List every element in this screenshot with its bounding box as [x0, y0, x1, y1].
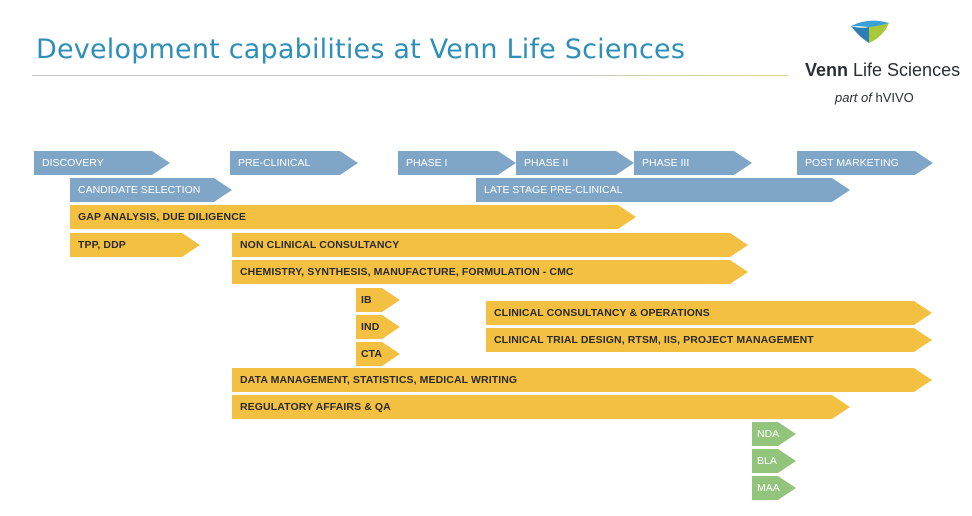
submission-maa: MAA — [752, 476, 796, 500]
service-cmc: CHEMISTRY, SYNTHESIS, MANUFACTURE, FORMU… — [232, 260, 748, 284]
stage-pre-clinical: PRE-CLINICAL — [230, 151, 358, 175]
activity-late-stage-pre-clinical: LATE STAGE PRE-CLINICAL — [476, 178, 850, 202]
venn-logo-mark-icon — [851, 20, 889, 43]
logo-tagline-italic: part of — [835, 90, 872, 105]
submission-bla: BLA — [752, 449, 796, 473]
service-data-management: DATA MANAGEMENT, STATISTICS, MEDICAL WRI… — [232, 368, 932, 392]
activity-candidate-selection: CANDIDATE SELECTION — [70, 178, 232, 202]
service-ib: IB — [356, 288, 400, 312]
logo-tagline-rest: hVIVO — [871, 90, 914, 105]
logo-brand-name: Venn Life Sciences — [805, 60, 960, 81]
service-clinical-consultancy: CLINICAL CONSULTANCY & OPERATIONS — [486, 301, 932, 325]
service-cta: CTA — [356, 342, 400, 366]
service-regulatory-affairs: REGULATORY AFFAIRS & QA — [232, 395, 850, 419]
title-divider — [32, 75, 788, 76]
logo-tagline: part of hVIVO — [835, 90, 914, 105]
venn-logo: Venn Life Sciences part of hVIVO — [800, 14, 966, 105]
page-title: Development capabilities at Venn Life Sc… — [36, 34, 686, 65]
submission-nda: NDA — [752, 422, 796, 446]
stage-phase-3: PHASE III — [634, 151, 752, 175]
service-gap-analysis: GAP ANALYSIS, DUE DILIGENCE — [70, 205, 636, 229]
stage-post-marketing: POST MARKETING — [797, 151, 933, 175]
service-non-clinical-consultancy: NON CLINICAL CONSULTANCY — [232, 233, 748, 257]
stage-phase-1: PHASE I — [398, 151, 516, 175]
stage-discovery: DISCOVERY — [34, 151, 170, 175]
stage-phase-2: PHASE II — [516, 151, 634, 175]
service-tpp-ddp: TPP, DDP — [70, 233, 200, 257]
logo-brand-bold: Venn — [805, 60, 849, 80]
service-ind: IND — [356, 315, 400, 339]
service-clinical-trial-design: CLINICAL TRIAL DESIGN, RTSM, IIS, PROJEC… — [486, 328, 932, 352]
logo-brand-rest: Life Sciences — [848, 60, 961, 80]
